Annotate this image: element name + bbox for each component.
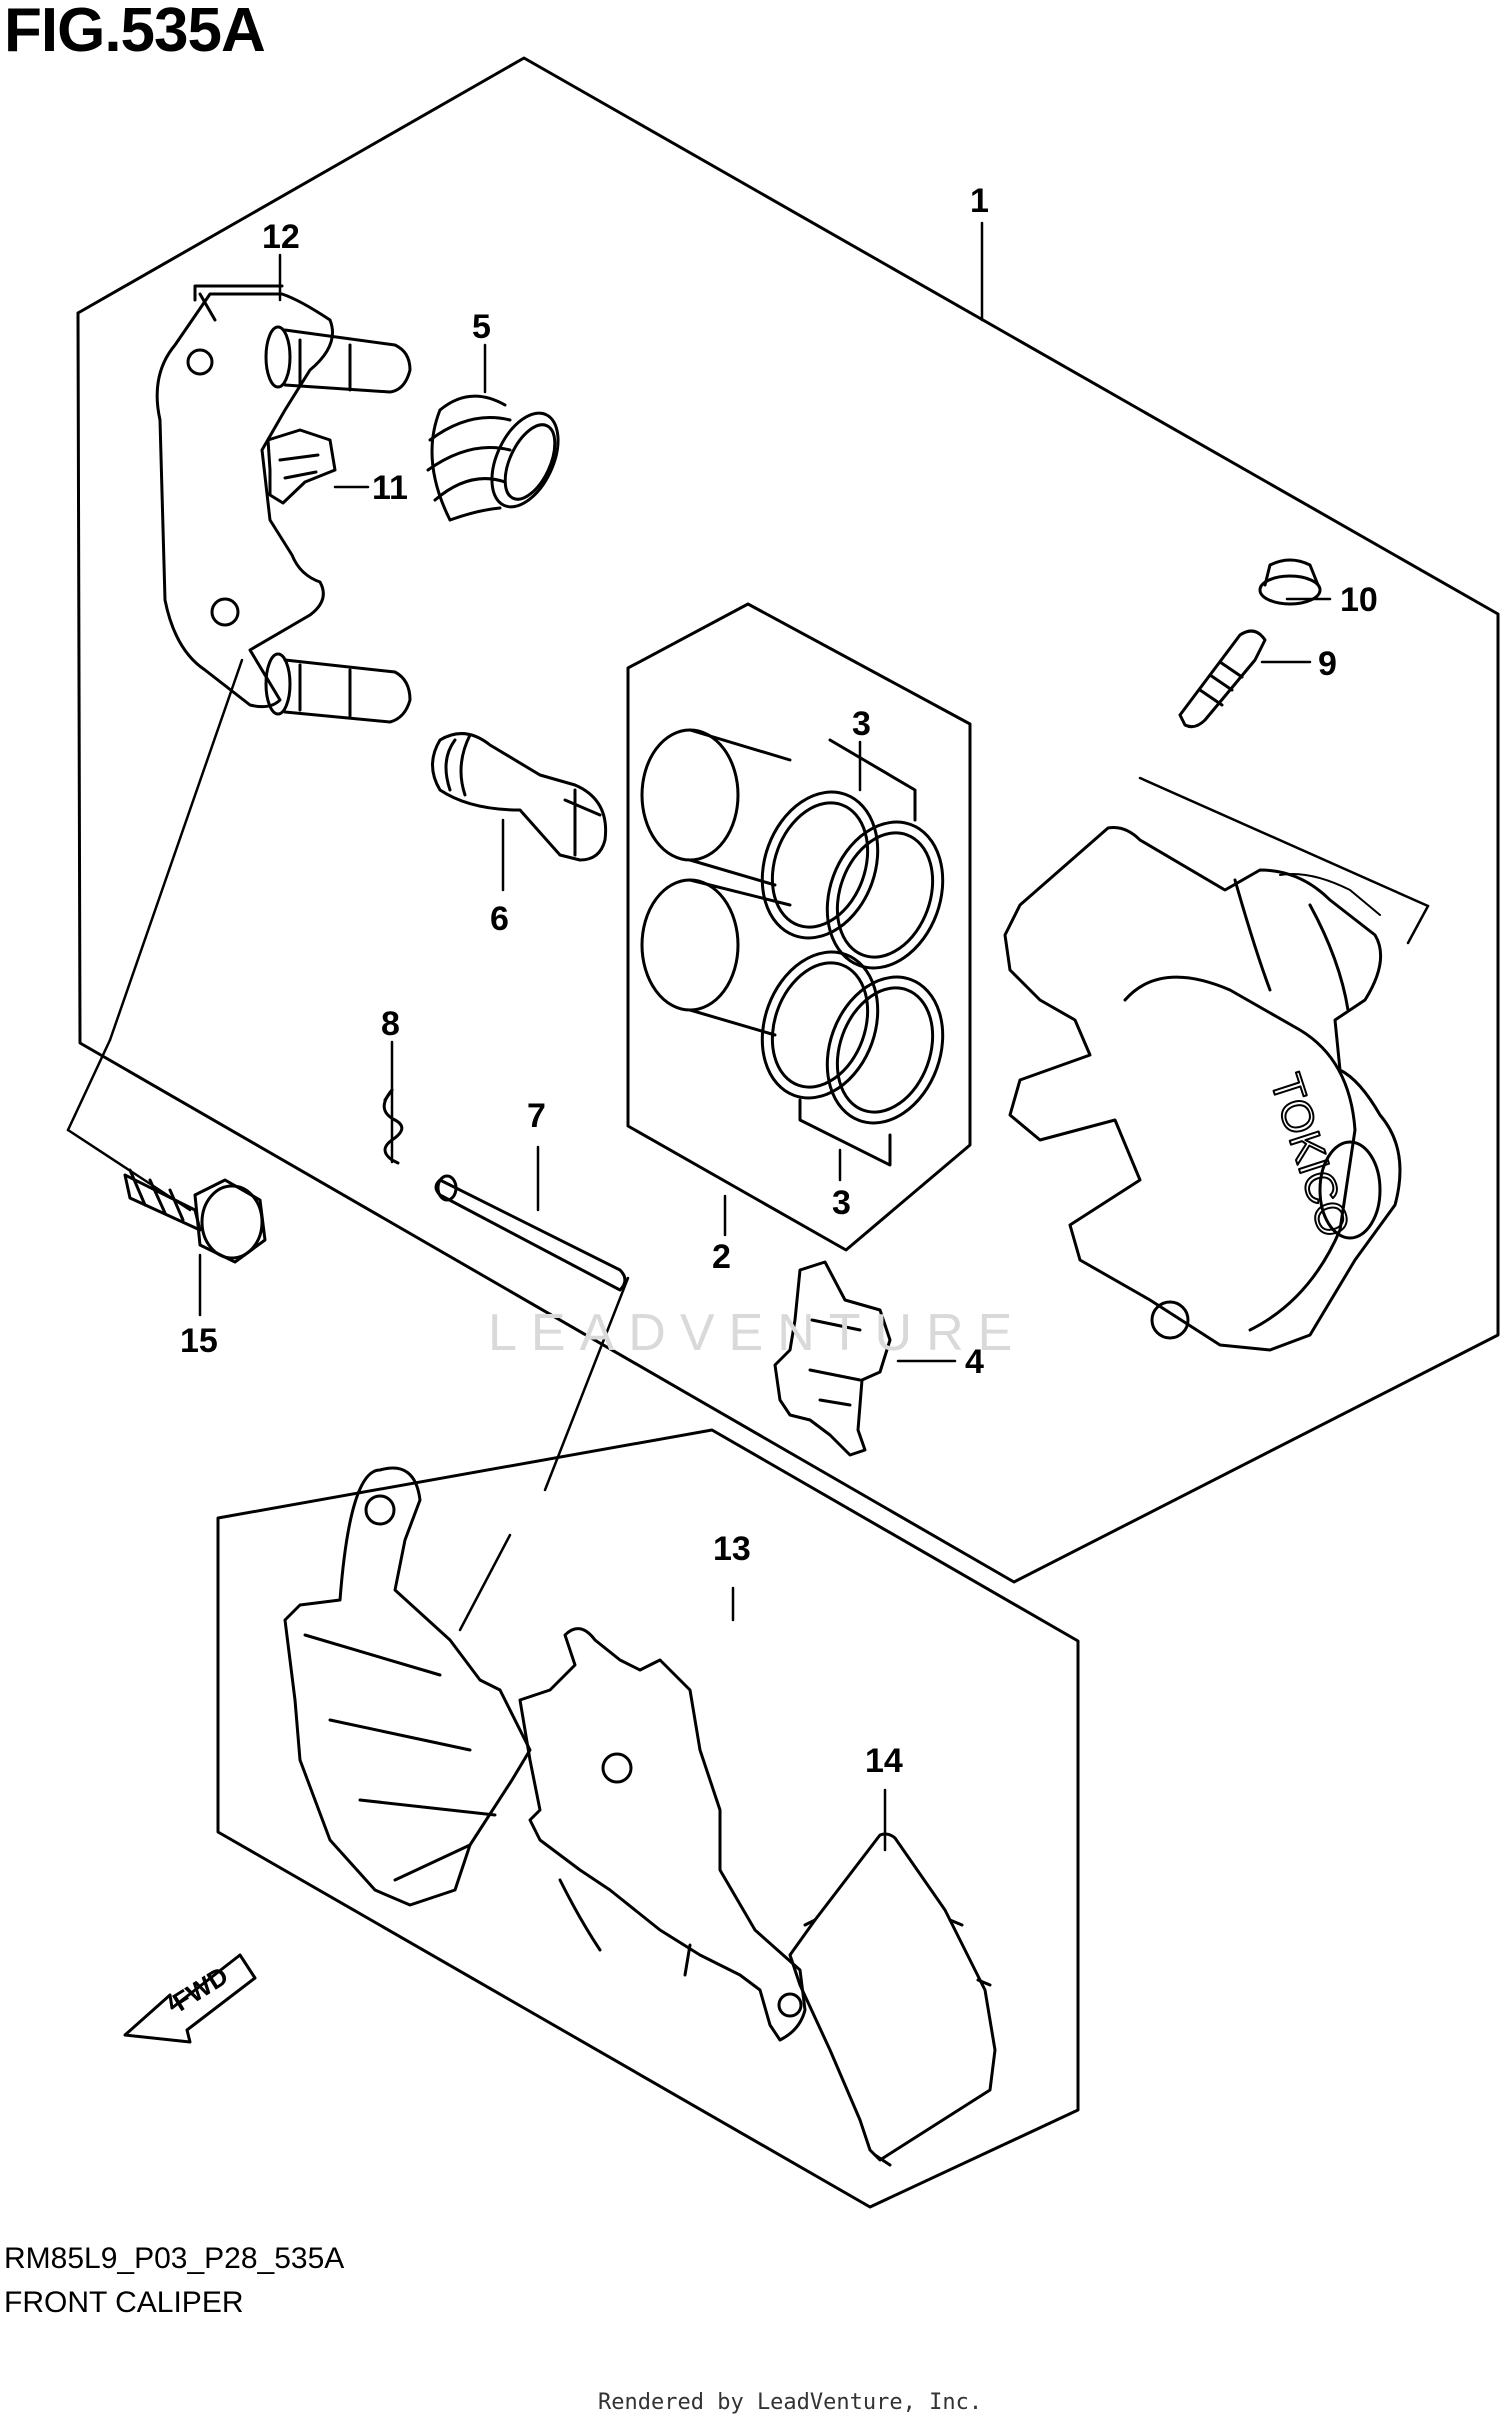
callout-10: 10 xyxy=(1340,581,1378,619)
callout-14: 14 xyxy=(865,1742,903,1780)
render-credit: Rendered by LeadVenture, Inc. xyxy=(598,2390,983,2415)
pad-spring-4 xyxy=(773,1260,892,1457)
piston-seals-3 xyxy=(760,738,945,1167)
callout-3b: 3 xyxy=(832,1184,851,1222)
sleeve-pin-6 xyxy=(431,732,608,862)
boot-5 xyxy=(426,394,560,522)
bleeder-valve-9 xyxy=(1178,629,1267,729)
caliper-brand-text: TOKICO xyxy=(1260,1068,1358,1243)
callout-11: 11 xyxy=(372,469,408,507)
pad-shim-14 xyxy=(788,1832,997,2167)
pistons-2 xyxy=(640,728,792,1037)
callout-3a: 3 xyxy=(852,705,871,743)
callout-15: 15 xyxy=(180,1322,218,1360)
caliper-body-1: TOKICO xyxy=(1003,826,1402,1352)
assembly-frame-1 xyxy=(76,56,1500,1584)
callout-9: 9 xyxy=(1318,645,1337,683)
watermark-text: LEADVENTURE xyxy=(488,1304,1026,1362)
brake-pad-left-13 xyxy=(283,1466,532,1907)
callout-6: 6 xyxy=(490,900,509,938)
callout-4: 4 xyxy=(965,1343,984,1381)
bracket-clip-11 xyxy=(266,428,337,505)
figure-code: RM85L9_P03_P28_535A xyxy=(4,2242,345,2275)
callout-12: 12 xyxy=(262,218,300,256)
pad-pin-7 xyxy=(434,1174,627,1292)
figure-name: FRONT CALIPER xyxy=(4,2286,244,2319)
callout-7: 7 xyxy=(527,1097,546,1135)
fwd-arrow xyxy=(123,1953,257,2044)
brake-pad-right-13 xyxy=(518,1627,807,2042)
pad-box-13 xyxy=(216,1428,1080,2209)
callout-5: 5 xyxy=(472,308,491,346)
caliper-bracket-12 xyxy=(155,284,412,724)
leader-lines xyxy=(66,221,1430,1852)
bleeder-cap-10 xyxy=(1258,558,1322,606)
callout-8: 8 xyxy=(381,1005,400,1043)
callout-1: 1 xyxy=(970,182,989,220)
figure-title: FIG.535A xyxy=(4,0,266,65)
mounting-bolt-15 xyxy=(123,1168,267,1264)
callout-13: 13 xyxy=(713,1530,751,1568)
callout-2: 2 xyxy=(712,1238,731,1276)
piston-box-2 xyxy=(626,602,972,1252)
pin-clip-8 xyxy=(382,1088,404,1165)
